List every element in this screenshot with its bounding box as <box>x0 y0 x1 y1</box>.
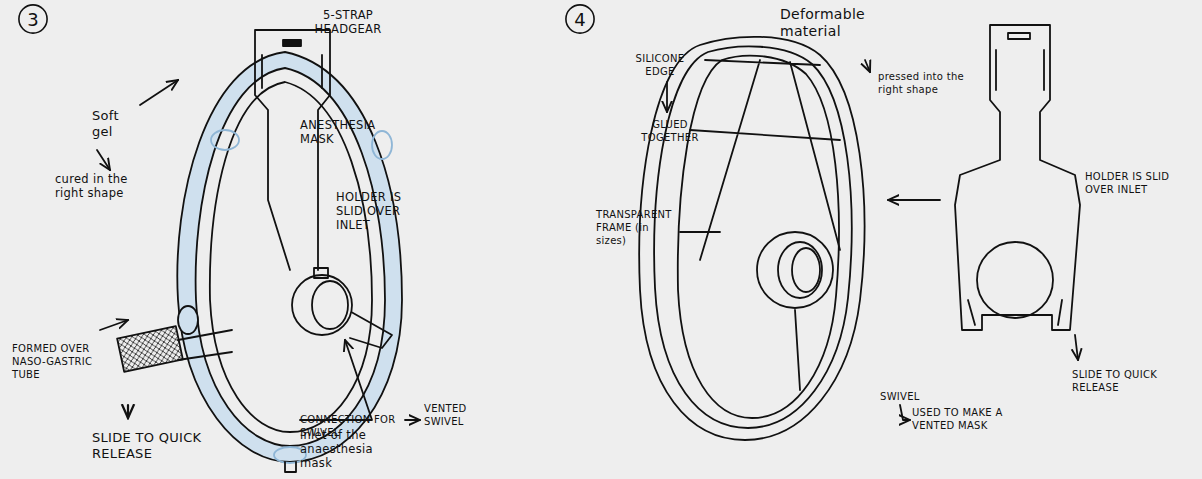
annotation-label: Deformable material <box>780 6 880 40</box>
annotation-label: HOLDER IS SLID OVER INLET <box>1085 170 1180 196</box>
annotation-label: FORMED OVER NASO-GASTRIC TUBE <box>12 342 100 381</box>
annotation-label: SLIDE TO QUICK RELEASE <box>92 430 242 462</box>
annotation-label: USED TO MAKE A VENTED MASK <box>912 406 1022 432</box>
annotation-label: SILICONE EDGE <box>630 52 690 78</box>
headgear-holder <box>255 30 330 270</box>
callout-number: 3 <box>18 4 48 34</box>
silicone-edge <box>639 37 864 440</box>
gel-cushion <box>177 52 402 462</box>
annotation-label: ANESTHESIA MASK <box>300 118 392 146</box>
annotation-label: 5-STRAP HEADGEAR <box>298 8 398 36</box>
figure-number: 3 <box>18 4 48 34</box>
annotation-label: pressed into the right shape <box>878 70 968 96</box>
annotation-label: GLUED TOGETHER <box>640 118 700 144</box>
figure-number: 4 <box>565 4 595 34</box>
holder <box>955 25 1080 330</box>
annotation-label: SWIVEL <box>880 390 940 403</box>
annotation-label: SLIDE TO QUICK RELEASE <box>1072 368 1167 394</box>
annotation-label: cured in the right shape <box>55 172 150 200</box>
annotation-label: Soft gel <box>92 108 132 140</box>
annotation-label: inlet of the anaesthesia mask <box>300 428 390 470</box>
annotation-label: HOLDER IS SLID OVER INLET <box>336 190 418 232</box>
callout-number: 4 <box>565 4 595 34</box>
annotation-label: TRANSPARENT FRAME (in sizes) <box>596 208 681 247</box>
annotation-label: VENTED SWIVEL <box>424 402 484 428</box>
